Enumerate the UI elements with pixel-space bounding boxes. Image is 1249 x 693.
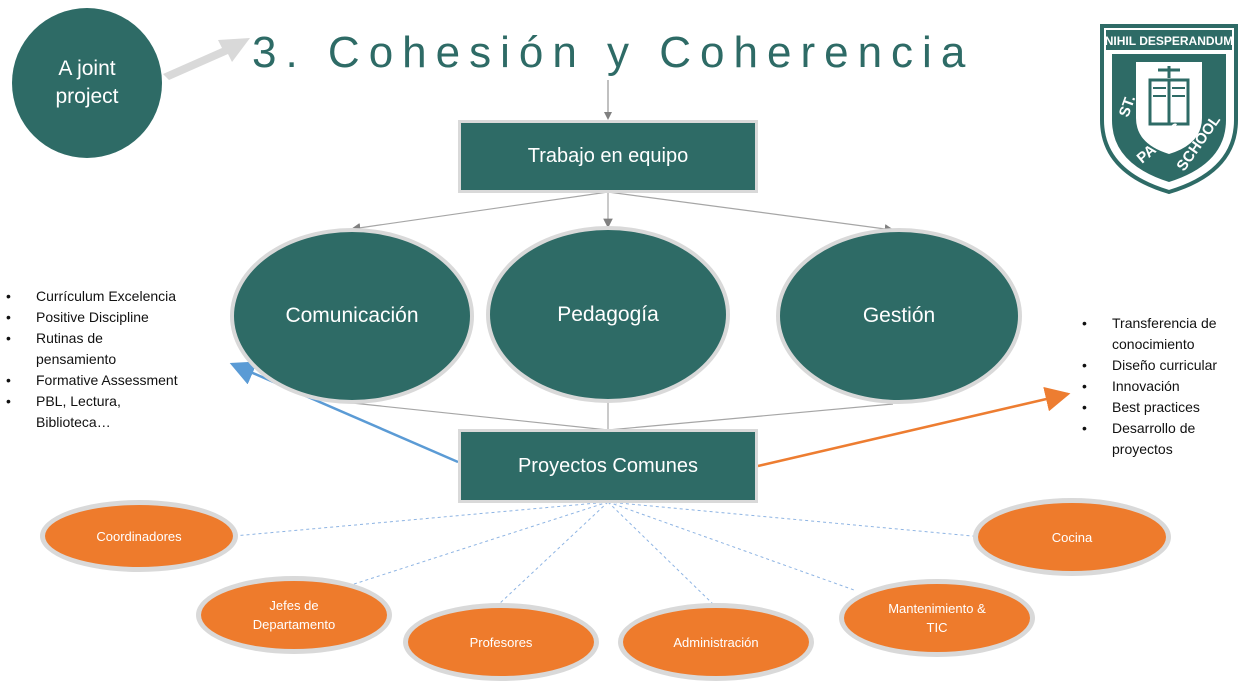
school-crest: NIHIL DESPERANDUM ST. PAUL'S SCHOOL (1098, 22, 1240, 195)
teamwork-to-gestion-connector (607, 191, 895, 234)
group-cocina-label: Cocina (1051, 529, 1093, 545)
right-practices-list: Transferencia de conocimiento Diseño cur… (1082, 313, 1246, 460)
joint-project-circle: A joint project (12, 8, 162, 158)
group-mantenimiento-label: Mantenimiento & TIC (888, 601, 986, 635)
teamwork-label: Trabajo en equipo (527, 145, 689, 167)
common-projects-label: Proyectos Comunes (517, 454, 699, 477)
common-projects-box: Proyectos Comunes (458, 429, 758, 503)
group-coordinadores-label: Coordinadores (96, 528, 182, 544)
teamwork-to-comunicacion-connector (350, 191, 609, 233)
list-item: Best practices (1082, 397, 1246, 418)
group-profesores-label: Profesores (469, 634, 533, 650)
list-item: Transferencia de conocimiento (1082, 313, 1232, 355)
group-connectors (233, 501, 984, 607)
crest-logo-icon: NIHIL DESPERANDUM ST. PAUL'S SCHOOL (1100, 24, 1238, 195)
orange-arrow-to-right-list (757, 386, 1071, 468)
pillar-comunicacion-label: Comunicación (285, 304, 419, 327)
joint-project-label: A joint project (55, 57, 119, 108)
group-cocina: Cocina (973, 498, 1171, 576)
pillar-comunicacion: Comunicación (230, 228, 474, 404)
list-item: Formative Assessment (6, 370, 232, 391)
pillar-gestion-label: Gestión (862, 304, 936, 327)
group-administracion-label: Administración (673, 634, 759, 650)
joint-project-arrow (163, 38, 250, 80)
pillar-gestion: Gestión (776, 228, 1022, 404)
group-profesores: Profesores (403, 603, 599, 681)
list-item: Rutinas de pensamiento (6, 328, 136, 370)
group-jefes-label: Jefes de Departamento (252, 598, 336, 632)
left-practices-list: Currículum Excelencia Positive Disciplin… (6, 286, 232, 433)
group-coordinadores: Coordinadores (40, 500, 238, 572)
svg-text:ST.: ST. (1116, 93, 1139, 119)
svg-text:NIHIL DESPERANDUM: NIHIL DESPERANDUM (1105, 34, 1233, 48)
list-item: Innovación (1082, 376, 1246, 397)
comunicacion-to-projects-connector (351, 402, 609, 431)
slide-title: 3. Cohesión y Coherencia (252, 28, 975, 77)
list-item: PBL, Lectura, Biblioteca… (6, 391, 136, 433)
list-item: Currículum Excelencia (6, 286, 232, 307)
teamwork-box: Trabajo en equipo (458, 120, 758, 193)
list-item: Diseño curricular (1082, 355, 1246, 376)
gestion-to-projects-connector (607, 403, 894, 431)
list-item: Positive Discipline (6, 307, 232, 328)
pillar-pedagogia: Pedagogía (486, 226, 730, 403)
group-administracion: Administración (618, 603, 814, 681)
group-mantenimiento-tic: Mantenimiento & TIC (839, 579, 1035, 657)
pillar-pedagogia-label: Pedagogía (557, 302, 659, 326)
group-jefes-de-departamento: Jefes de Departamento (196, 576, 392, 654)
list-item: Desarrollo de proyectos (1082, 418, 1222, 460)
